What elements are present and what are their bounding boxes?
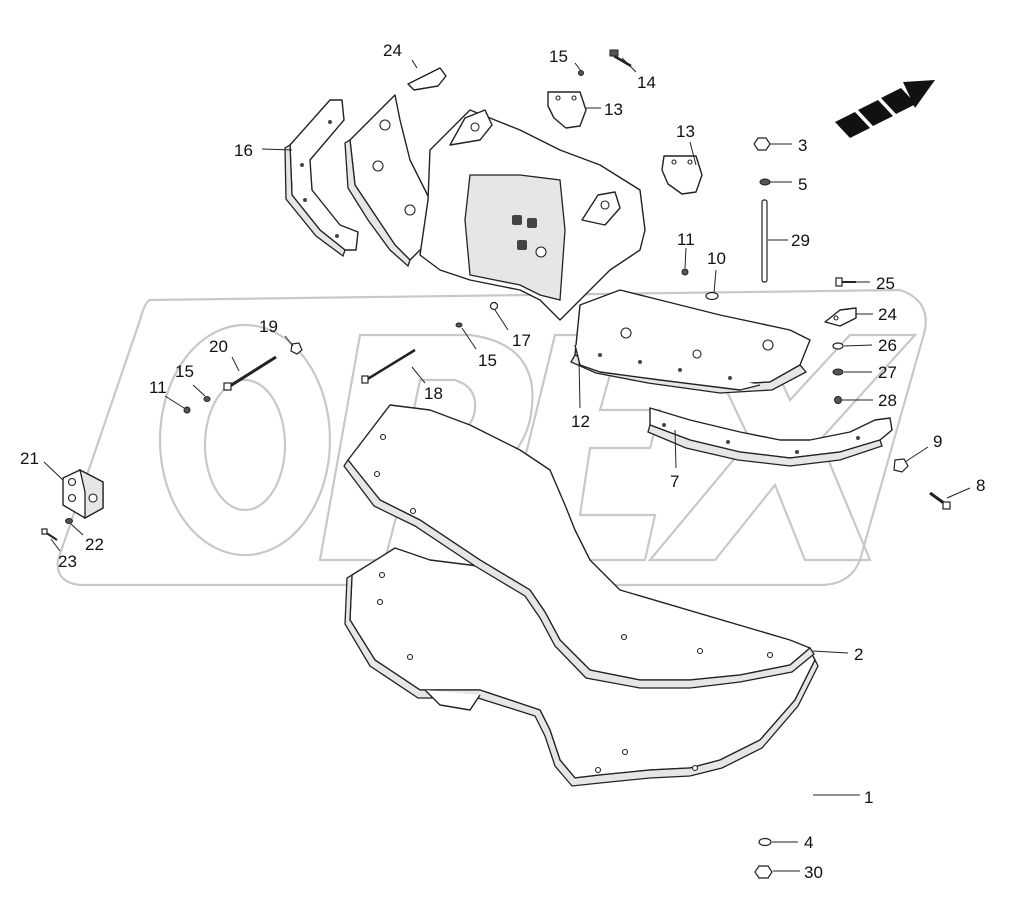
callout-15-mid: 15 [478,351,497,370]
block-part [62,468,104,520]
callout-28: 28 [878,391,897,410]
callout-27: 27 [878,363,897,382]
callout-3: 3 [798,136,807,155]
callout-18: 18 [424,384,443,403]
callout-14: 14 [637,73,656,92]
callout-29: 29 [791,231,810,250]
callout-25: 25 [876,274,895,293]
callout-5: 5 [798,175,807,194]
callout-13-lower: 13 [676,122,695,141]
callout-8: 8 [976,476,985,495]
callout-23: 23 [58,552,77,571]
callout-13-upper: 13 [604,100,623,119]
leader-lines [43,57,971,872]
callout-11-right: 11 [677,230,695,249]
hardware [41,49,951,879]
bottom-plate-upper [343,404,815,689]
callout-15-left: 15 [175,362,194,381]
callout-2: 2 [854,645,863,664]
callout-26: 26 [878,336,897,355]
callout-17: 17 [512,331,531,350]
callout-1: 1 [864,788,873,807]
right-curved-bar [647,407,893,467]
clip-right [824,307,857,327]
callout-24-right: 24 [878,305,897,324]
callout-21: 21 [20,449,39,468]
callout-12: 12 [571,412,590,431]
callout-7: 7 [670,472,679,491]
callout-15-top: 15 [549,47,568,66]
callout-20: 20 [209,337,228,356]
callout-10: 10 [707,249,726,268]
bracket-lower [661,155,703,195]
forward-direction-arrow-icon [835,80,935,138]
left-curved-bar [284,99,359,258]
bracket-upper [547,91,587,129]
callout-4: 4 [804,833,813,852]
callout-16: 16 [234,141,253,160]
callout-9: 9 [933,432,942,451]
callout-30: 30 [804,863,823,882]
callouts: 1 2 3 4 5 7 8 9 10 11 11 12 13 13 14 15 … [20,41,985,882]
callout-19: 19 [259,317,278,336]
callout-11-left: 11 [149,378,167,397]
clip-top [407,67,447,91]
callout-22: 22 [85,535,104,554]
front-support-frame [344,94,811,394]
callout-24-top: 24 [383,41,402,60]
